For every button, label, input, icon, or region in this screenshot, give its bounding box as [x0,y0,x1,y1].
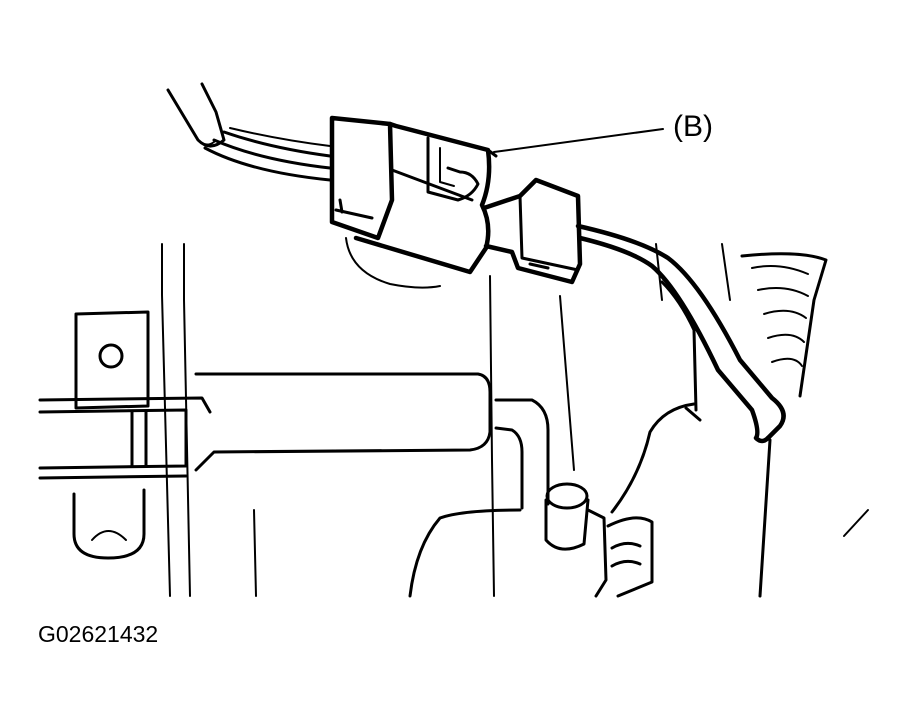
ribbed-hose [660,252,828,598]
left-bracket [38,310,212,480]
wire-harness-right [575,223,786,444]
lower-left-slot [72,488,146,560]
lock-tab-b [486,128,664,158]
upper-hose [166,82,226,148]
valve-body [408,402,696,598]
connector-bracket [345,237,441,289]
figure-code: G02621432 [38,621,159,647]
frame-lines [161,243,869,597]
connector-housing-center [353,121,492,275]
callout-label-b: (B) [673,110,713,143]
pipe-elbow [494,398,550,510]
connector-housing-left [329,115,395,241]
wire-harness-left [203,127,332,182]
connector-housing-right [481,177,583,285]
horizontal-beam [194,372,492,597]
